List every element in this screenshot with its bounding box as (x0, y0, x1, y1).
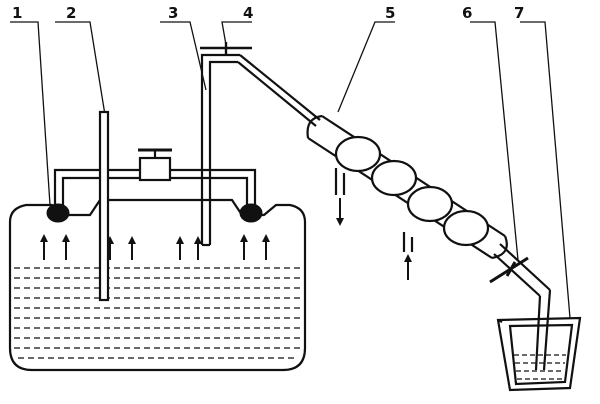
valve-icon (138, 156, 172, 182)
leader-5 (337, 21, 395, 113)
liquid-surface (14, 267, 301, 359)
stopcock-icon (200, 42, 252, 55)
label-7: 7 (514, 4, 524, 22)
leader-7 (520, 21, 571, 319)
seal-knobs (46, 203, 263, 223)
leader-6 (470, 21, 519, 261)
part-labels: 1 2 3 4 5 6 7 (12, 4, 524, 22)
beaker-liquid (514, 354, 566, 380)
receiving-beaker (496, 316, 582, 392)
leader-1 (10, 21, 51, 206)
leader-2 (55, 21, 106, 116)
label-leaders (10, 21, 571, 319)
safety-tube (98, 110, 110, 302)
vessel-body (8, 198, 307, 372)
label-4: 4 (243, 4, 253, 22)
label-1: 1 (12, 4, 22, 22)
boiling-vessel (8, 198, 307, 372)
steam-outlet-tube (200, 53, 240, 247)
label-6: 6 (462, 4, 472, 22)
leader-4 (221, 21, 252, 46)
label-5: 5 (385, 4, 395, 22)
arrow-up-icon (40, 234, 270, 260)
delivery-tube (237, 54, 321, 127)
condenser (306, 114, 508, 260)
lid-pipework (53, 148, 257, 205)
label-3: 3 (168, 4, 178, 22)
leader-3 (160, 21, 207, 91)
label-2: 2 (66, 4, 76, 22)
adapter-tube (489, 243, 552, 371)
